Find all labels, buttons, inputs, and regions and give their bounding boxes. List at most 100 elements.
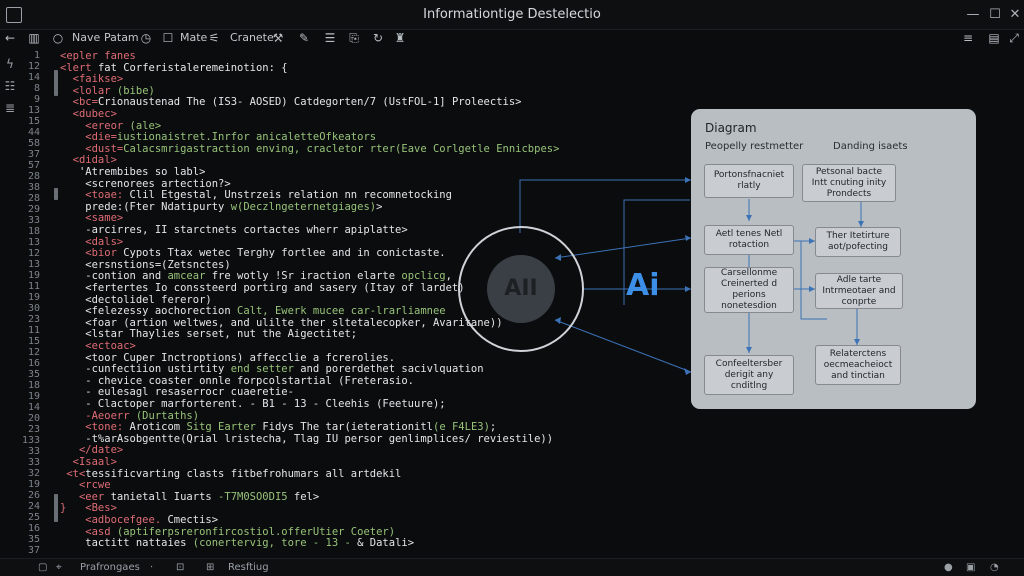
bell-icon[interactable]: ♜ [394, 31, 406, 45]
toolbar-item-patam[interactable]: Patam [104, 31, 139, 44]
code-line[interactable]: -cunfectiion ustirtity end setter and po… [60, 363, 483, 376]
lightning-icon[interactable]: ϟ [6, 57, 14, 71]
code-line[interactable]: <bior Cypots Ttax wetec Terghy fortlee a… [60, 247, 445, 260]
code-line[interactable]: tactitt nattaies (conertervig, tore - 13… [60, 537, 414, 550]
line-number: 14 [27, 72, 40, 83]
activity-bar: ϟ ☷ ≣ [0, 50, 20, 550]
code-token: -t%arAsobgentte(Qrial lristecha, Tlag IU… [60, 432, 554, 445]
sliders-icon[interactable]: ⚟ [208, 31, 220, 45]
status-lock-icon[interactable]: ⊡ [176, 562, 185, 573]
code-line[interactable]: <didal> [60, 154, 117, 167]
code-line[interactable]: prede:(Fter Ndatipurty w(Deczlngeternetg… [60, 201, 382, 214]
notes-icon[interactable]: ☷ [4, 79, 16, 93]
code-line[interactable]: <dubec> [60, 108, 117, 121]
diagram-node[interactable]: Adle tarte Intrmeotaer and conprte [815, 273, 903, 309]
circle-icon[interactable]: ○ [52, 31, 64, 45]
code-line[interactable]: <toae: Clil Etgestal, Unstrzeis relation… [60, 189, 452, 202]
refresh-icon[interactable]: ↻ [372, 31, 384, 45]
code-line[interactable]: <adbocefgee. Cmectis> [60, 514, 218, 527]
code-line[interactable]: <felezessy aochorection Calt, Ewerk muce… [60, 305, 445, 318]
code-editor[interactable]: <epler fanes<lert fat Corferistaleremein… [60, 50, 559, 560]
code-line[interactable]: <toor Cuper Inctroptions) affecclie a fc… [60, 352, 395, 365]
code-line[interactable]: <foar (artion weltwes, and ulilte ther s… [60, 317, 502, 330]
code-line[interactable]: <bc=Crionaustenad The (IS3- AOSED) Catde… [60, 96, 522, 109]
code-line[interactable]: - eulesagl resaserrocr cuaeretie- [60, 386, 294, 399]
status-grid-icon[interactable]: ⊞ [206, 562, 215, 573]
diagram-node[interactable]: Aetl tenes Netl rotaction [704, 225, 794, 255]
code-line[interactable]: -arcirres, II starctnets cortactes wherr… [60, 224, 407, 237]
expand-icon[interactable]: ⤢ [1009, 31, 1019, 45]
clock-icon[interactable]: ◷ [140, 31, 152, 45]
code-line[interactable]: <eer tanietall Iuarts -T7M0SO0DI5 fel> [60, 491, 319, 504]
code-line[interactable]: <same> [60, 212, 123, 225]
stack-icon[interactable]: ≣ [4, 101, 16, 115]
diagram-node[interactable]: Portonsfnacniet rlatly [704, 164, 794, 198]
code-line[interactable]: <dectolidel fereror) [60, 294, 211, 307]
fold-marker[interactable] [54, 70, 58, 96]
back-arrow-icon[interactable]: ← [4, 31, 16, 45]
code-line[interactable]: <lolar (bibe) [60, 85, 155, 98]
code-token: <ereor [60, 119, 130, 132]
code-line[interactable]: - Clactoper marforterent. - B1 - 13 - Cl… [60, 398, 445, 411]
minimize-icon[interactable]: — [966, 7, 980, 22]
menu-icon[interactable]: ≡ [962, 31, 974, 45]
code-line[interactable]: <t<tessificvarting clasts fitbefrohumars… [60, 468, 401, 481]
code-line[interactable]: 'Atrembibes so labl> [60, 166, 205, 179]
line-number: 32 [27, 468, 40, 479]
code-token: tactitt nattaies [60, 537, 193, 550]
code-line[interactable]: <lert fat Corferistaleremeinotion: { [60, 62, 288, 75]
code-token: (bibe) [116, 84, 155, 97]
code-line[interactable]: <die=iustionaistret.Inrfor anicaletteOfk… [60, 131, 376, 144]
code-line[interactable]: <lstar Thaylies serset, nut the Aigectit… [60, 328, 357, 341]
code-line[interactable]: <fertertes Io conssteerd portirg and sas… [60, 282, 464, 295]
bookmark-icon[interactable]: ⎘ [349, 31, 359, 45]
code-line[interactable]: <rcwe [60, 479, 111, 492]
diagram-node[interactable]: Petsonal bacte Intt cnuting inity Pronde… [802, 164, 896, 202]
code-line[interactable]: -contion and amcear fre wotly !Sr iracti… [60, 270, 452, 283]
maximize-icon[interactable]: ☐ [989, 7, 1001, 22]
toolbar-item-mate[interactable]: Mate [180, 31, 208, 44]
status-item[interactable]: Resftiug [228, 562, 269, 573]
fold-marker[interactable] [54, 188, 58, 200]
pen-icon[interactable]: ✎ [298, 31, 310, 45]
diagram-panel: Diagram Peopelly restmetter Danding isae… [691, 109, 976, 409]
status-item[interactable]: Prafrongaes [80, 562, 140, 573]
status-bell-icon[interactable]: ◔ [990, 562, 999, 573]
code-line[interactable]: <dals> [60, 236, 123, 249]
code-line[interactable]: -t%arAsobgentte(Qrial lristecha, Tlag IU… [60, 433, 553, 446]
line-number: 35 [27, 369, 40, 380]
status-square-icon[interactable]: ▢ [38, 562, 48, 573]
code-line[interactable]: <dust=Calacsmrigastraction enving, cracl… [60, 143, 559, 156]
code-line[interactable]: <ersnstions=(Zetsnctes) [60, 259, 230, 272]
diagram-node[interactable]: Confeeltersber derigit any cnditlng [704, 355, 794, 395]
checkbox-icon[interactable]: ☐ [162, 31, 174, 45]
code-line[interactable]: - chevice coaster onnle forpcolstartial … [60, 375, 414, 388]
diagram-node[interactable]: Ther Itetirture aot/pofecting [815, 227, 901, 257]
toolbar-item-cranete[interactable]: Cranete [230, 31, 274, 44]
status-circle-icon[interactable]: ● [944, 562, 953, 573]
status-dot-icon[interactable]: ⋅ [150, 562, 154, 573]
code-line[interactable]: <ectoac> [60, 340, 136, 353]
code-line[interactable]: } <Bes> [60, 502, 117, 515]
code-token: tessificvarting clasts fitbefrohumars al… [85, 467, 402, 480]
code-line[interactable]: <Isaal> [60, 456, 117, 469]
building-icon[interactable]: ▥ [28, 31, 40, 45]
close-icon[interactable]: ✕ [1009, 7, 1021, 22]
diagram-node[interactable]: Carsellonme Creinerted d perions nonetes… [704, 267, 794, 313]
code-line[interactable]: <asd (aptiferpsreronfircostiol.offerUtie… [60, 526, 395, 539]
toolbar-item-nave[interactable]: Nave [72, 31, 101, 44]
code-line[interactable]: <screnorees artection?> [60, 178, 230, 191]
status-panel-icon[interactable]: ▣ [966, 562, 976, 573]
split-view-icon[interactable]: ▤ [988, 31, 1000, 45]
diagram-node[interactable]: Relaterctens oecmeacheioct and tinctian [815, 345, 901, 385]
list-icon[interactable]: ☰ [324, 31, 336, 45]
code-line[interactable]: <epler fanes [60, 50, 136, 63]
tools-icon[interactable]: ⚒ [272, 31, 284, 45]
fold-marker[interactable] [54, 494, 58, 522]
status-pin-icon[interactable]: ⌖ [56, 562, 62, 573]
code-line[interactable]: <faikse> [60, 73, 124, 86]
code-line[interactable]: </date> [60, 444, 123, 457]
code-line[interactable]: -Aeoerr (Durtaths) [60, 410, 199, 423]
code-line[interactable]: <tone: Aroticom Sitg Earter Fidys The ta… [60, 421, 496, 434]
code-line[interactable]: <ereor (ale> [60, 120, 161, 133]
